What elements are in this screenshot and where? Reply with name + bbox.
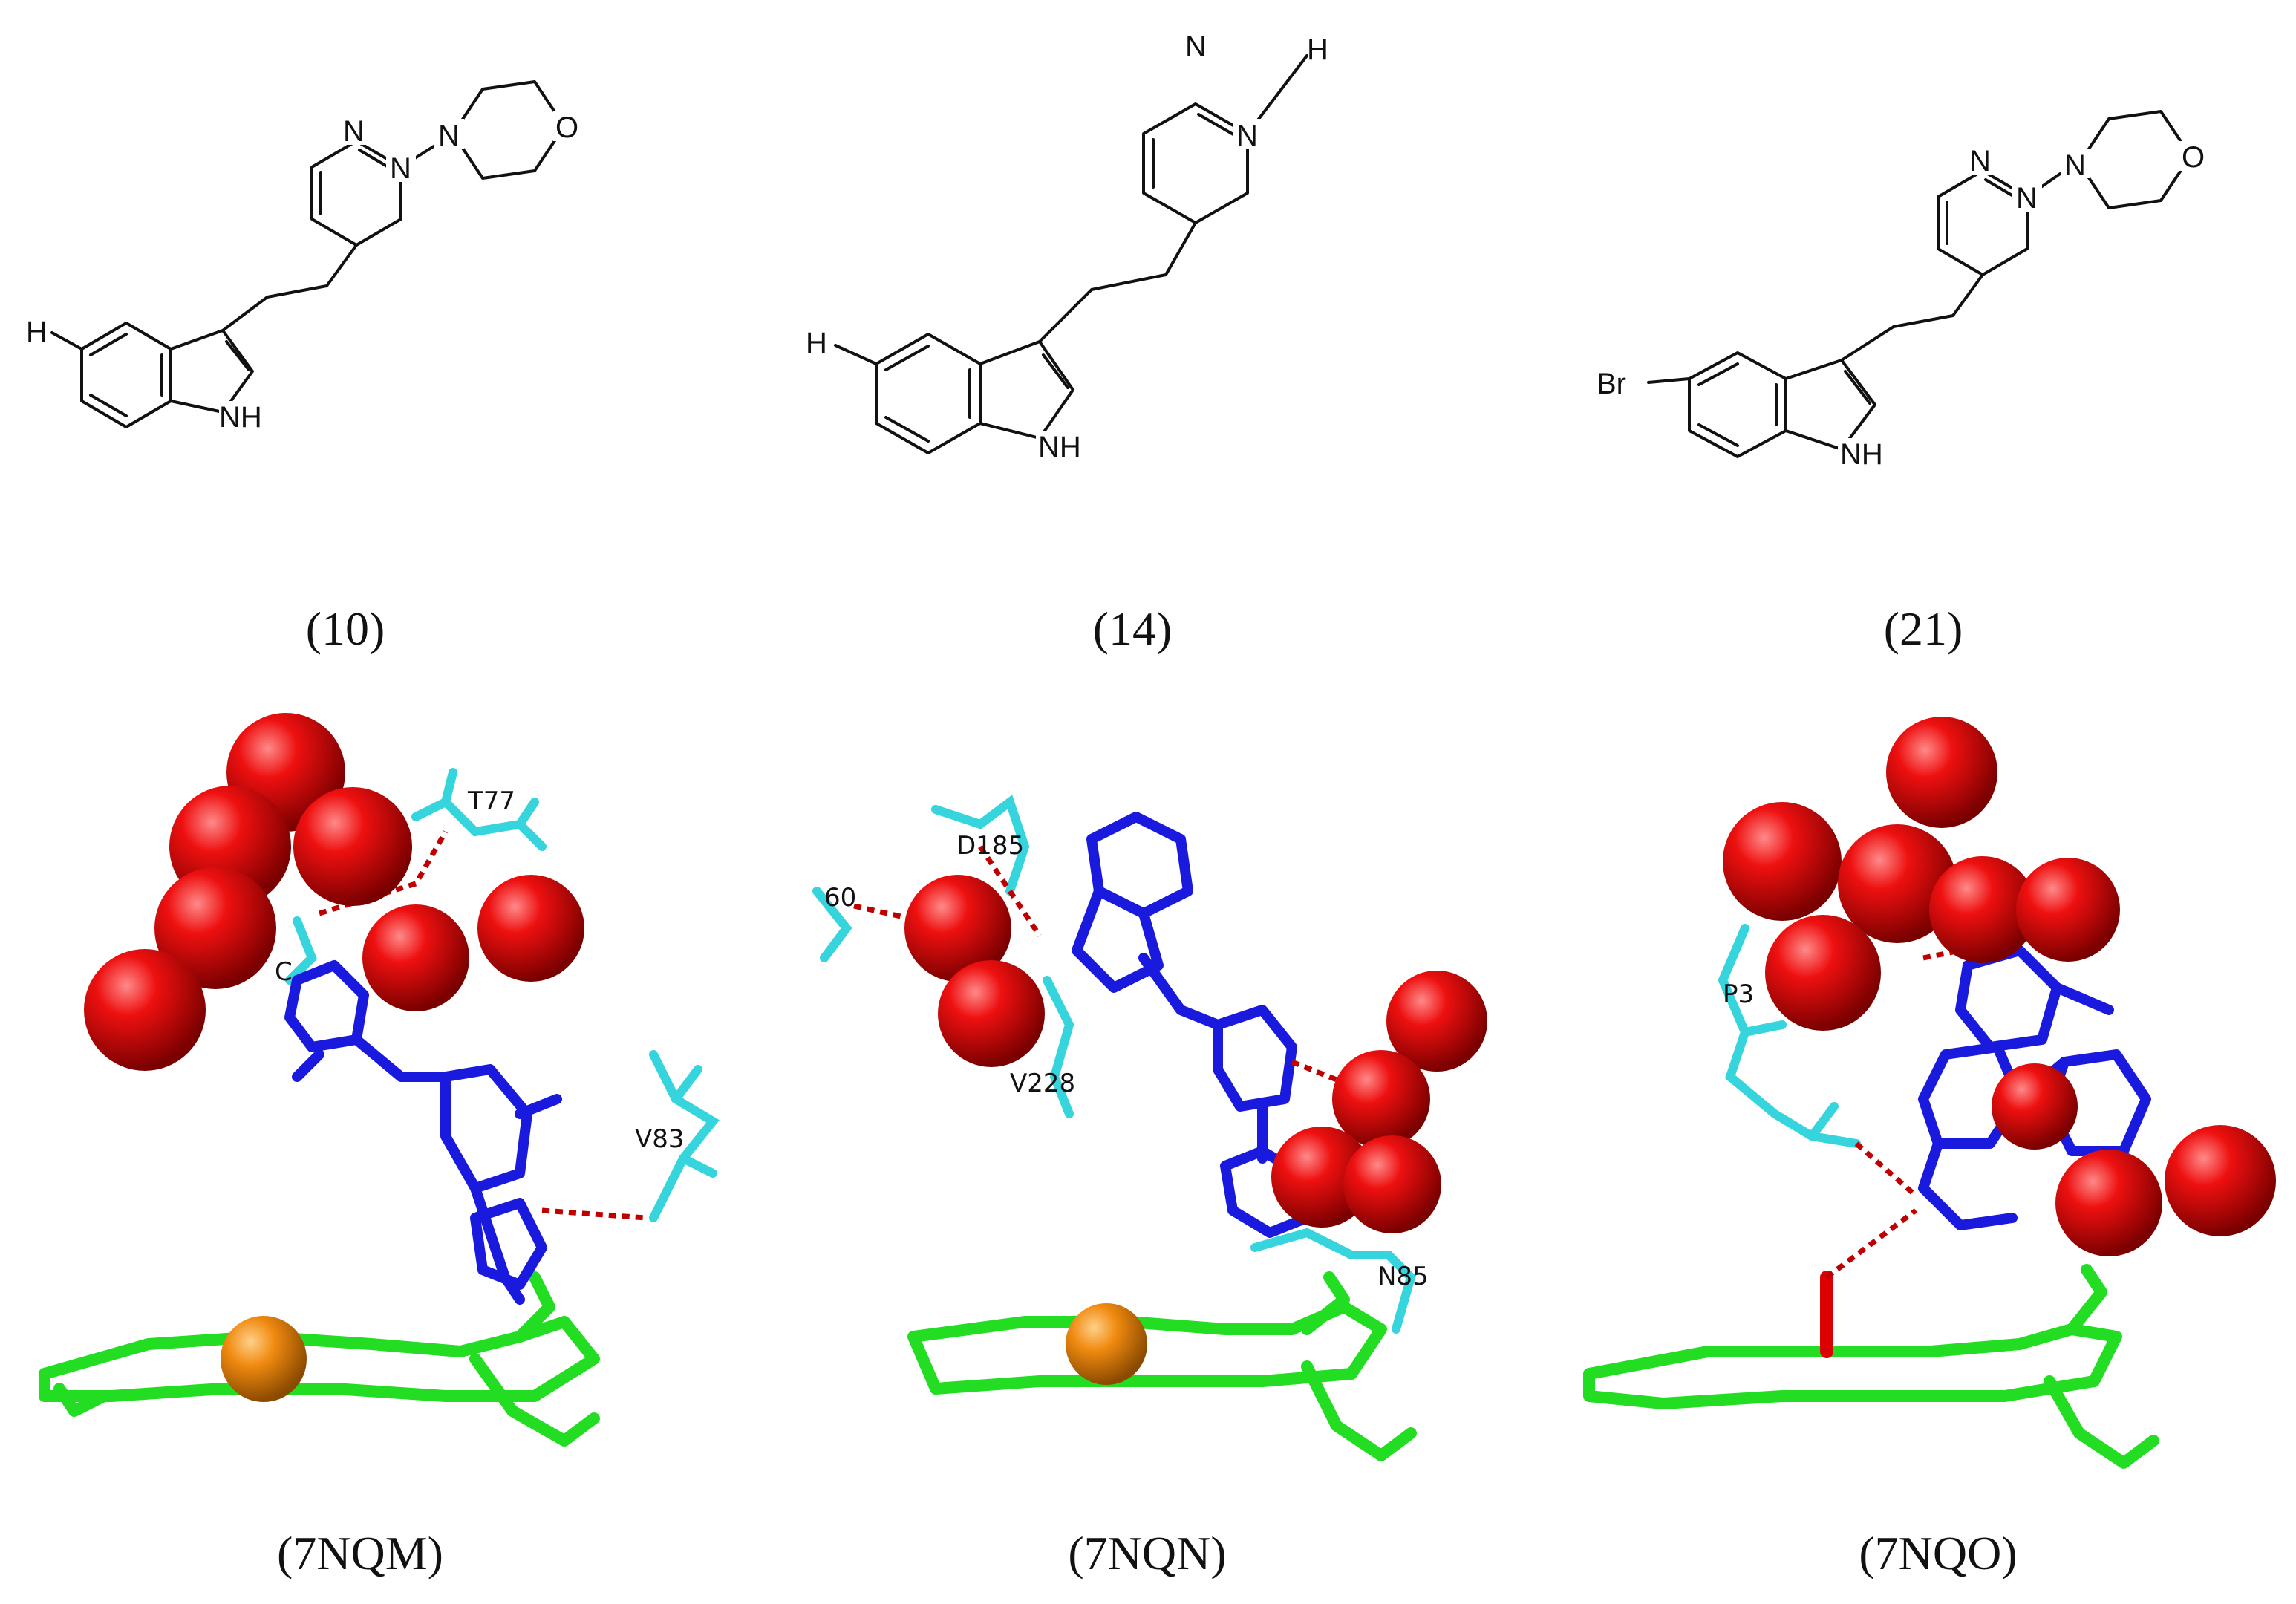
- atom-n: N: [390, 152, 411, 185]
- atom-nh: NH: [1038, 431, 1081, 463]
- residue-label: 60: [824, 883, 856, 913]
- iron-atom: [221, 1316, 307, 1402]
- heme-7nqo: [1583, 1264, 2159, 1469]
- atom-h: H: [1307, 33, 1328, 66]
- residue-label: C: [275, 957, 293, 987]
- caption-compound-10: (10): [305, 602, 385, 655]
- caption-compound-21: (21): [1883, 602, 1963, 655]
- compound-14-atoms: N N H NH H: [806, 30, 1328, 463]
- residues-7nqo: [1718, 924, 1861, 1148]
- caption-structure-7nqo: (7NQO): [1859, 1527, 2018, 1579]
- panel-7nqo: P3: [1583, 717, 2276, 1469]
- residue-label: P3: [1723, 979, 1754, 1009]
- compound-14-structure: [834, 54, 1308, 454]
- atom-n: N: [343, 115, 365, 148]
- atom-n: N: [2064, 149, 2086, 182]
- chemical-structures: N N N O NH H N: [26, 30, 2209, 471]
- heme-7nqm: [39, 1271, 600, 1447]
- atom-n: N: [1185, 30, 1207, 63]
- residue-label: V83: [635, 1124, 685, 1154]
- substituent-label: Br: [1597, 368, 1626, 400]
- ligand-7nqm: [284, 960, 562, 1305]
- atom-nh: NH: [219, 401, 262, 434]
- substituent-label: H: [26, 316, 48, 348]
- residue-label: V228: [1010, 1069, 1075, 1098]
- compound-10-atoms: N N N O NH H: [26, 111, 583, 434]
- atom-n: N: [1236, 120, 1258, 152]
- atom-o: O: [555, 111, 578, 144]
- panel-7nqm: T77 V83 C: [39, 713, 720, 1447]
- residues-7nqm: [285, 768, 720, 1222]
- caption-structure-7nqn: (7NQN): [1068, 1527, 1227, 1579]
- atom-n: N: [438, 120, 460, 152]
- residue-label: D185: [956, 831, 1024, 861]
- waters-7nqn: [904, 875, 1487, 1233]
- atom-n: N: [2016, 182, 2038, 215]
- heme-7nqn: [907, 1271, 1417, 1461]
- compound-21-atoms: N N N O NH Br: [1597, 141, 2209, 471]
- substituent-label: H: [806, 327, 827, 359]
- residues-7nqn: [812, 795, 1416, 1334]
- waters-7nqm: [84, 713, 584, 1071]
- residue-label: T77: [467, 786, 515, 816]
- ligand-7nqn: [1072, 812, 1312, 1238]
- atom-nh: NH: [1840, 438, 1883, 471]
- caption-structure-7nqm: (7NQM): [277, 1527, 443, 1579]
- atom-n: N: [1969, 145, 1991, 177]
- atom-o: O: [2182, 141, 2205, 174]
- waters-7nqo: [1723, 717, 2276, 1256]
- panel-7nqn: D185 60 V228 N85: [812, 795, 1487, 1461]
- iron-atom: [1066, 1303, 1147, 1385]
- caption-compound-14: (14): [1092, 602, 1173, 655]
- residue-label: N85: [1377, 1262, 1429, 1291]
